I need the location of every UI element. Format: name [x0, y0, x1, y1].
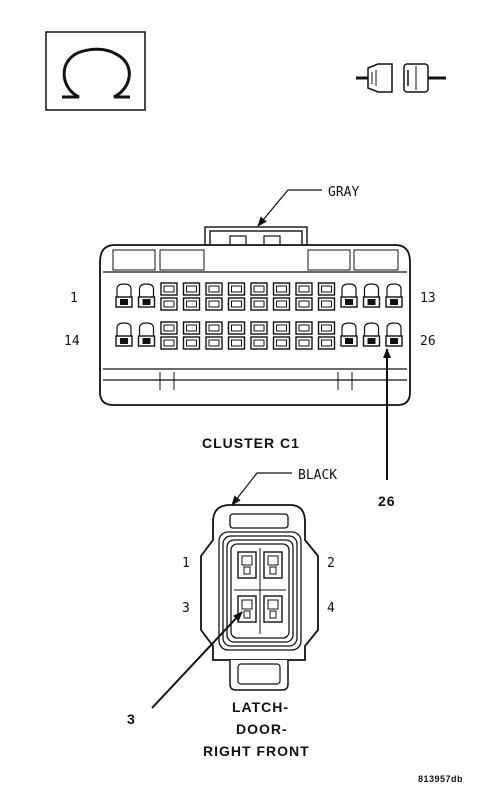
latch-pin-3-label: 3	[182, 601, 190, 616]
cluster-cavity	[137, 322, 156, 347]
cluster-pin-13-label: 13	[420, 291, 436, 306]
latch-cavity	[263, 551, 283, 579]
cluster-connector-name: CLUSTER C1	[202, 435, 300, 451]
latch-cavity	[237, 551, 257, 579]
cluster-cavity	[250, 282, 268, 311]
latch-pin-4-label: 4	[327, 601, 335, 616]
latch-name-line3: RIGHT FRONT	[203, 743, 310, 759]
cluster-cavity	[205, 282, 223, 311]
latch-cavity	[237, 595, 257, 623]
latch-cavity	[263, 595, 283, 623]
gray-leader-arrow	[257, 189, 322, 227]
latch-pin-2-label: 2	[327, 556, 335, 571]
latch-door-connector: BLACK 1 2 3 4 3 LATCH- DOOR- RIGHT FRONT	[127, 468, 337, 759]
cluster-c1-connector: GRAY 1 13 14 26 26	[64, 185, 436, 509]
cluster-cavity	[340, 322, 358, 347]
cluster-cavity	[115, 322, 133, 347]
latch-pin-1-label: 1	[182, 556, 190, 571]
cluster-cavity	[205, 321, 223, 350]
latch-name-line2: DOOR-	[236, 721, 288, 737]
cluster-cavity	[227, 282, 246, 311]
cluster-cavity	[317, 282, 336, 311]
cluster-cavity	[362, 322, 381, 347]
cluster-pin-26-label: 26	[420, 334, 436, 349]
cluster-cavities	[115, 282, 403, 350]
cluster-cavity	[385, 283, 403, 308]
latch-callout-number: 3	[127, 711, 136, 727]
cluster-cavity	[115, 283, 133, 308]
cluster-cavity	[295, 282, 313, 311]
connector-plug-icon	[356, 63, 446, 93]
cluster-pin-14-label: 14	[64, 334, 80, 349]
cluster-cavity	[227, 321, 246, 350]
figure-id: 813957db	[418, 774, 463, 784]
cluster-cavity	[160, 282, 178, 311]
cluster-cavity	[340, 283, 358, 308]
cluster-cavity	[385, 322, 403, 347]
cluster-cavity	[295, 321, 313, 350]
cluster-cavity	[182, 321, 201, 350]
cluster-cavity	[272, 282, 291, 311]
black-leader-arrow	[231, 472, 292, 506]
latch-name-line1: LATCH-	[232, 699, 289, 715]
omega-terminal-view-icon	[45, 31, 146, 111]
latch-pin-3-callout-arrow	[151, 611, 243, 709]
cluster-cavity	[272, 321, 291, 350]
latch-color-label: BLACK	[298, 468, 337, 483]
cluster-cavity	[250, 321, 268, 350]
cluster-callout-number: 26	[378, 493, 396, 509]
cluster-cavity	[160, 321, 178, 350]
cluster-color-label: GRAY	[328, 185, 359, 200]
cluster-pin-1-label: 1	[70, 291, 78, 306]
cluster-cavity	[182, 282, 201, 311]
cluster-cavity	[317, 321, 336, 350]
cluster-cavity	[362, 283, 381, 308]
cluster-cavity	[137, 283, 156, 308]
